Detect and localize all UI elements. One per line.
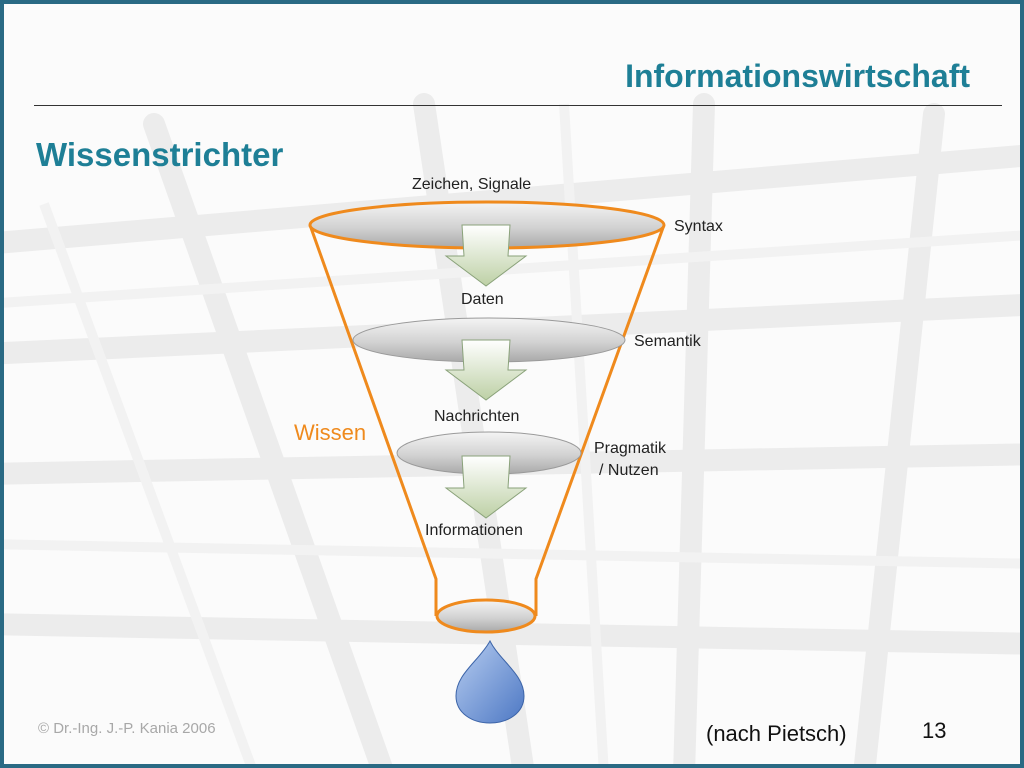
arrow-down-icon (444, 339, 528, 401)
header-title: Informationswirtschaft (625, 58, 970, 94)
footer-copyright: © Dr.-Ing. J.-P. Kania 2006 (38, 720, 216, 737)
side-label-semantik: Semantik (634, 333, 701, 350)
level-label-daten: Daten (461, 291, 504, 308)
level-label-zeichen: Zeichen, Signale (412, 176, 532, 193)
side-label-pragmatik: Pragmatik (594, 440, 667, 457)
slide-title: Wissenstrichter (36, 136, 284, 173)
header-divider (34, 105, 1002, 106)
level-label-nachrichten: Nachrichten (434, 408, 520, 425)
page-number: 13 (922, 718, 947, 743)
arrow-down-icon (444, 224, 528, 287)
arrow-down-icon (444, 455, 528, 519)
funnel-label-wissen: Wissen (294, 420, 367, 445)
side-label-syntax: Syntax (674, 218, 723, 235)
knowledge-funnel-diagram (308, 200, 666, 724)
footer-source: (nach Pietsch) (706, 721, 847, 746)
side-label-nutzen: / Nutzen (599, 462, 659, 479)
funnel-disc-bottom (435, 598, 537, 634)
drop-icon (455, 639, 525, 724)
level-label-informationen: Informationen (425, 522, 523, 539)
